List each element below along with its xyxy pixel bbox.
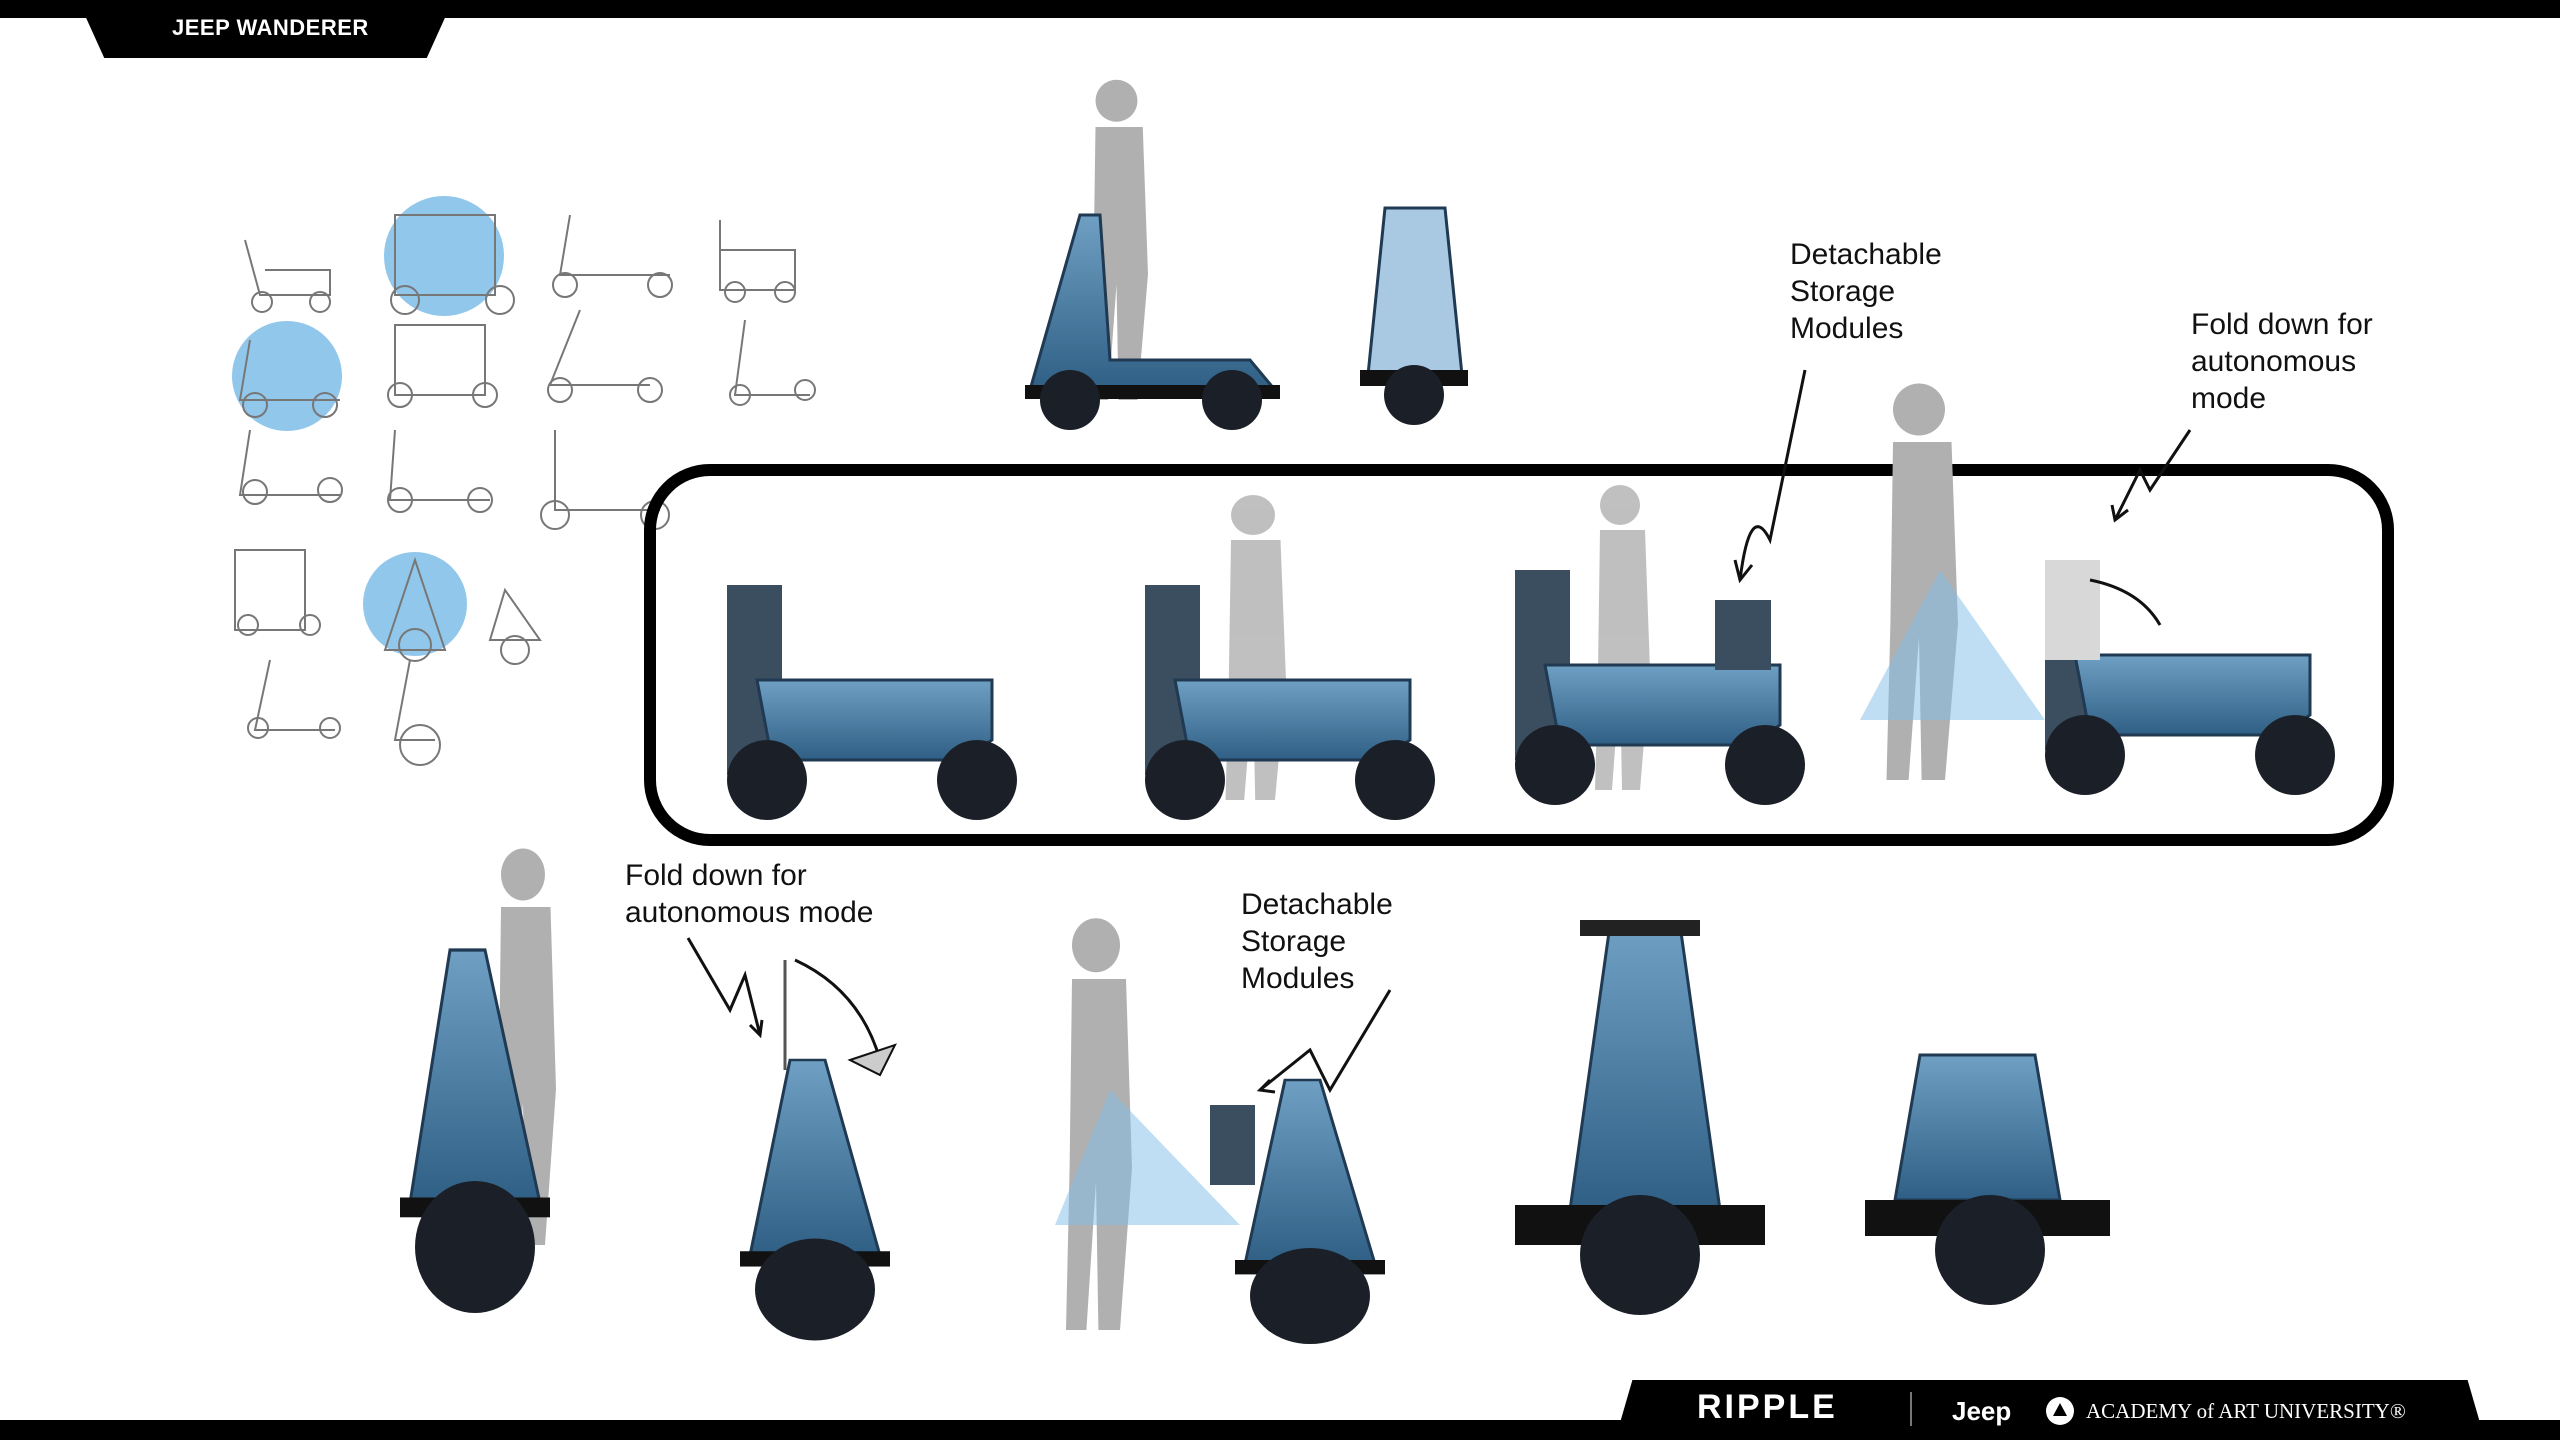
scooter-front-view — [1360, 206, 1468, 425]
academy-logo-icon — [2046, 1397, 2074, 1425]
cart-concept-autonomous — [1860, 383, 2337, 797]
cart-concept-rider — [1143, 495, 1437, 822]
pod-with-rider — [398, 848, 556, 1315]
pod-rear-view — [1865, 1053, 2110, 1305]
top-bar — [0, 0, 2560, 18]
annotation-fold-top: Fold down for autonomous mode — [2191, 308, 2373, 415]
pod-front-view — [1515, 920, 1765, 1315]
page-title: JEEP WANDERER — [172, 15, 369, 40]
cart-concept-storage — [1513, 485, 1807, 807]
ripple-logo: RIPPLE — [1697, 1388, 1838, 1426]
pod-folding — [738, 960, 897, 1342]
annotation-storage-top: Detachable Storage Modules — [1790, 238, 1942, 345]
cart-concept-empty — [725, 583, 1019, 822]
annotation-fold-bottom: Fold down for autonomous mode — [625, 859, 874, 929]
pod-autonomous-silhouette — [1055, 918, 1240, 1330]
scooter-side-view — [1025, 79, 1280, 430]
jeep-logo: Jeep — [1952, 1396, 2012, 1426]
academy-of-art-logo: ACADEMY of ART UNIVERSITY® — [2086, 1399, 2406, 1423]
footer-divider — [1910, 1392, 1912, 1426]
selected-concept-frame — [644, 464, 2394, 846]
title-tab — [78, 0, 453, 58]
pod-storage-modules — [1210, 1078, 1387, 1346]
annotation-arrows — [686, 369, 2192, 1094]
sketch-grid — [232, 196, 816, 766]
annotation-storage-bottom: Detachable Storage Modules — [1241, 888, 1393, 995]
